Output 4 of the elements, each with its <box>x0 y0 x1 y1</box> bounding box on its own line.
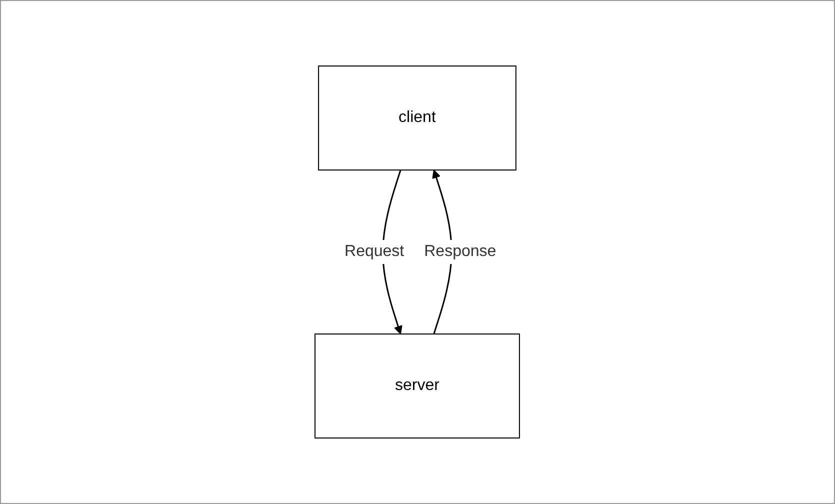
node-box: client <box>318 66 517 170</box>
node-box: server <box>314 334 520 438</box>
edge-label: Request <box>344 243 404 260</box>
edge-label: Response <box>424 243 496 260</box>
